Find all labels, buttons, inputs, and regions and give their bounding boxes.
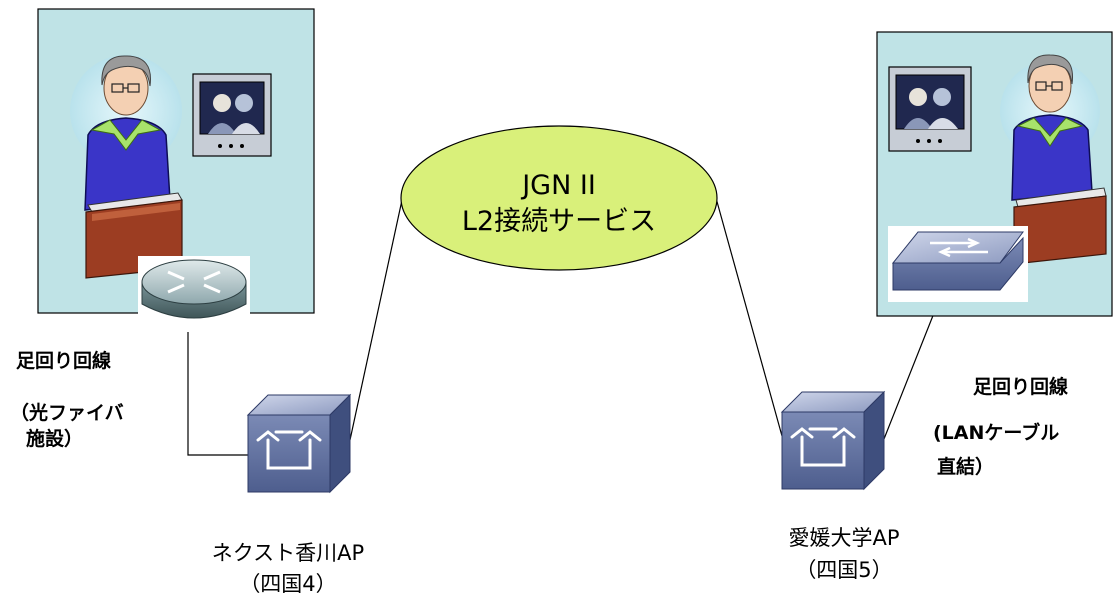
right-person-icon — [1011, 54, 1093, 201]
left-router-icon — [138, 256, 250, 332]
left-room-to-ap-line — [187, 332, 250, 456]
right-access-title: 足回り回線 — [973, 376, 1069, 398]
right-switch-icon — [888, 226, 1028, 302]
network-label: JGN II L2接続サービス — [400, 168, 718, 240]
right-access-detail-1: (LANケーブル — [933, 422, 1060, 444]
jgn-cloud — [400, 125, 718, 271]
right-podium-icon — [1013, 187, 1107, 265]
right-ap-to-room-line — [881, 307, 937, 445]
left-access-detail-2: 施設） — [26, 428, 84, 450]
left-ap-to-cloud-line — [349, 199, 403, 441]
left-access-title: 足回り回線 — [16, 350, 112, 372]
network-name: JGN II — [522, 170, 596, 201]
right-room — [876, 31, 1113, 317]
right-access-detail-2: 直結） — [937, 456, 995, 478]
left-person-icon — [84, 55, 171, 211]
left-access-detail-1: （光ファイバ — [10, 402, 124, 424]
left-ap-switch-icon — [246, 393, 352, 494]
left-ap-name: ネクスト香川AP — [211, 541, 365, 565]
right-ap-switch-icon — [780, 390, 886, 491]
network-service: L2接続サービス — [461, 206, 657, 237]
right-ap-region: （四国5） — [795, 558, 893, 582]
right-ap-name: 愛媛大学AP — [788, 526, 900, 550]
left-room — [37, 8, 315, 332]
right-monitor-icon — [888, 66, 972, 152]
left-ap-region: （四国4） — [239, 572, 337, 596]
cloud-to-right-ap-line — [715, 197, 783, 437]
left-monitor-icon — [192, 73, 272, 157]
